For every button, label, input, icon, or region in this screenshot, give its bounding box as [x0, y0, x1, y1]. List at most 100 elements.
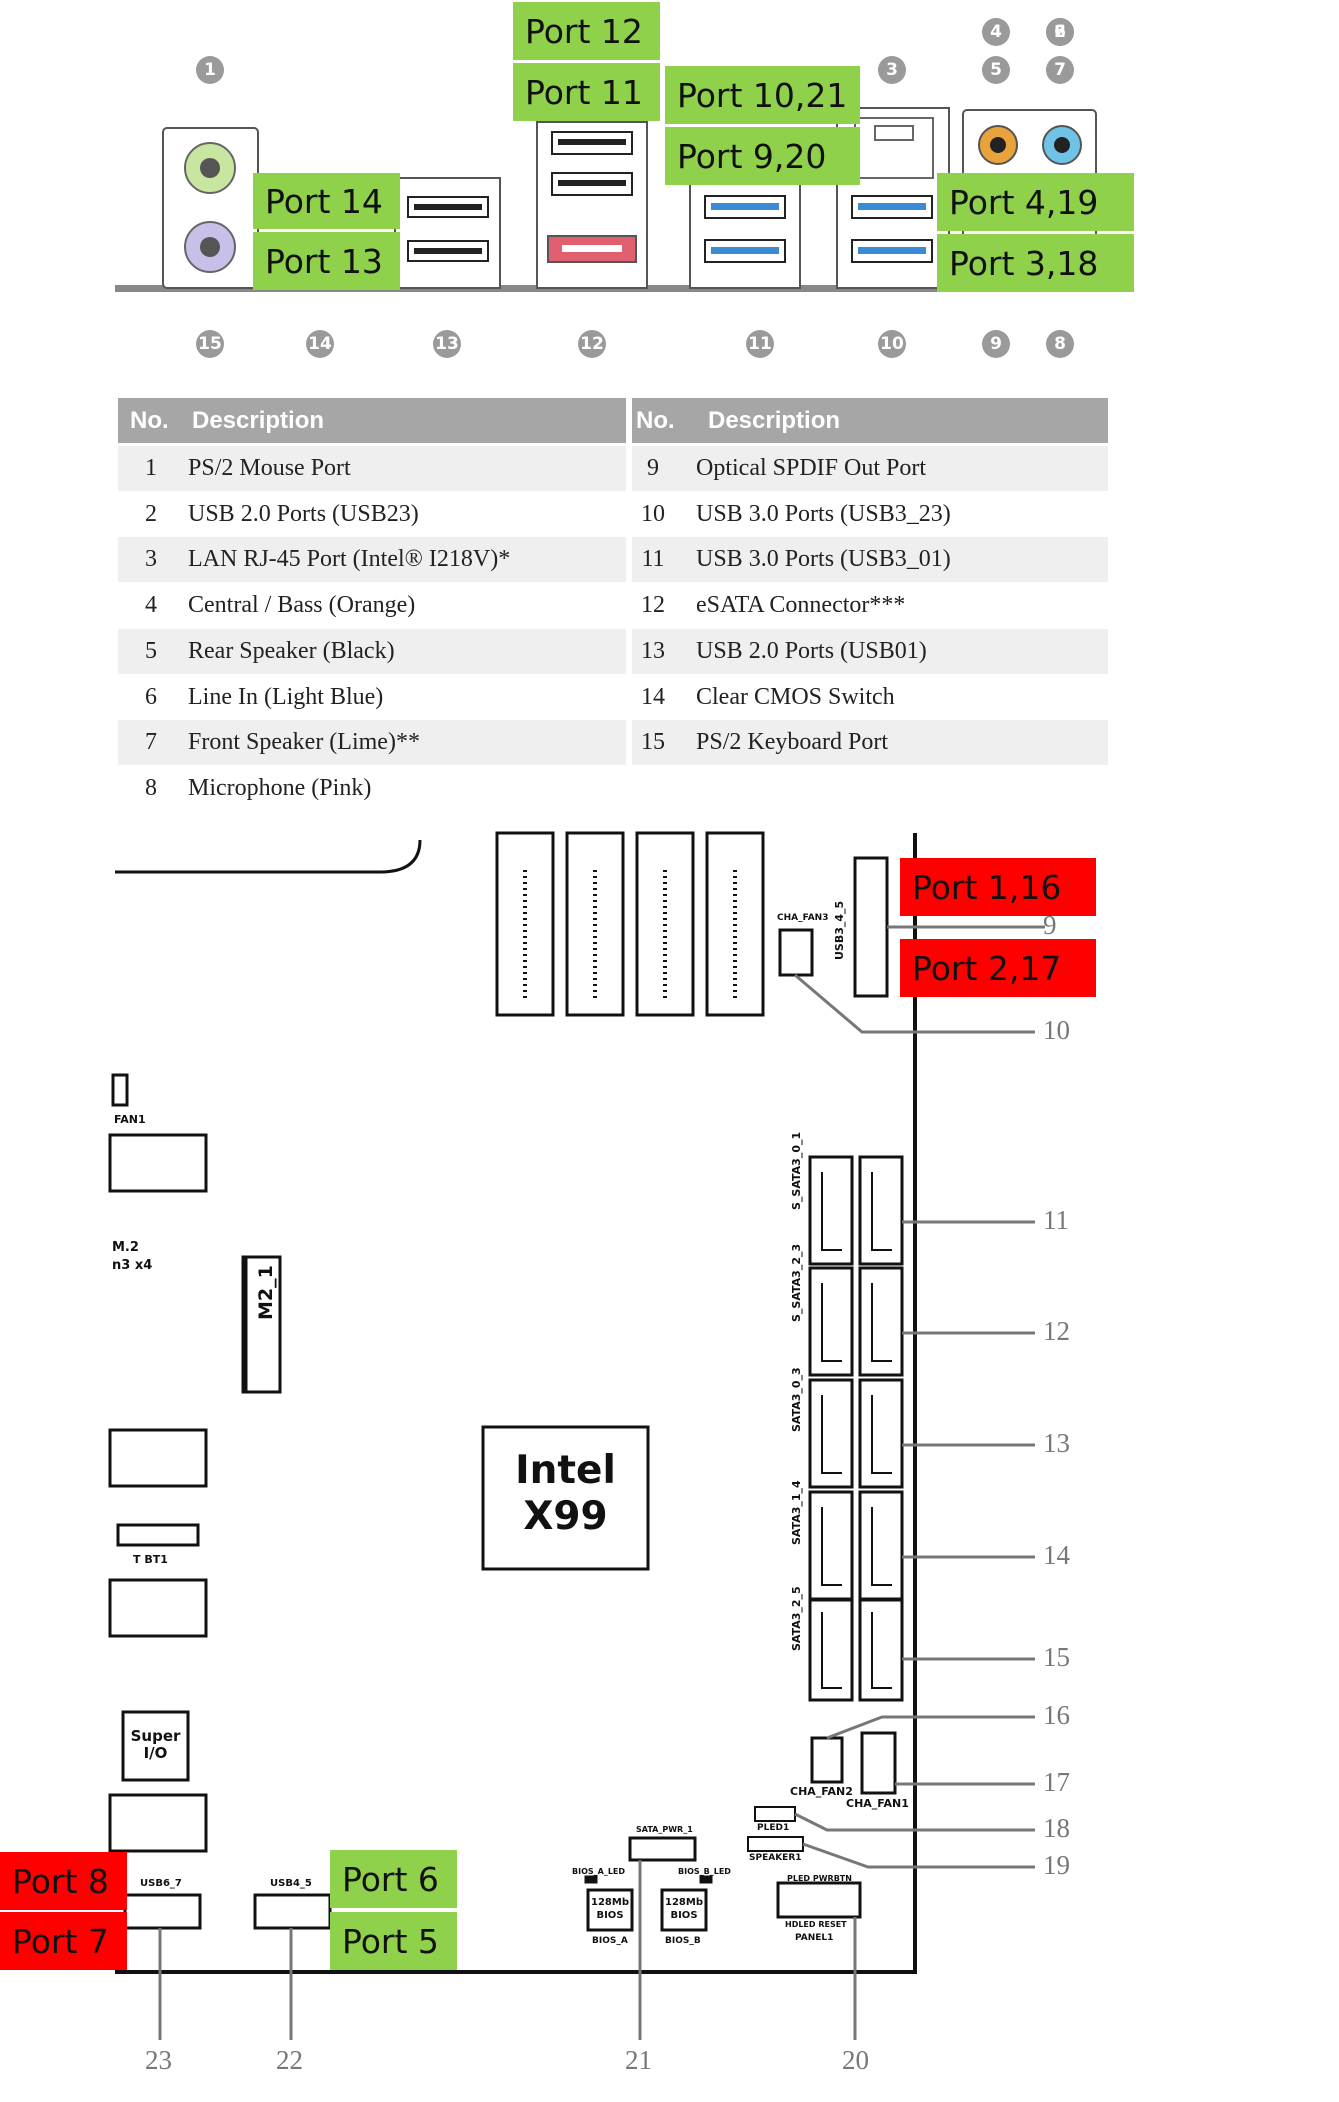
io-number-circle-6 [1046, 18, 1074, 46]
sata-ports [808, 1155, 904, 1702]
header-description: Description [192, 406, 325, 434]
fan1-header [111, 1073, 129, 1107]
io-number-8: 8 [1054, 334, 1066, 354]
io-number-circles [196, 18, 1074, 358]
io-number-15: 15 [198, 334, 222, 354]
io-number-2: 2 [1054, 22, 1066, 42]
tbt1-header [116, 1523, 200, 1547]
row-number: 13 [641, 637, 665, 664]
callout-12: 12 [1043, 1316, 1070, 1346]
row-description: Line In (Light Blue) [188, 683, 384, 710]
row-number: 10 [641, 500, 665, 527]
usb3-block-11 [689, 177, 801, 289]
header-description: Description [708, 406, 841, 434]
io-number-circle-9 [982, 330, 1010, 358]
board-label-fan1: FAN1 [114, 1113, 146, 1126]
callout-18: 18 [1043, 1813, 1070, 1843]
port-tag-6: Port 6 [330, 1850, 457, 1908]
io-number-circle-8 [1046, 330, 1074, 358]
io-number-circle-7 [1046, 56, 1074, 84]
port-tag-11: Port 11 [513, 63, 660, 121]
row-number: 9 [647, 455, 659, 481]
io-number-circle-3 [878, 56, 906, 84]
board-label-bios-a-led: BIOS_A_LED [572, 1867, 626, 1876]
board-label-panel1: PANEL1 [795, 1933, 834, 1943]
row-number: 2 [145, 500, 157, 527]
header-no: No. [636, 406, 675, 434]
pcie-slot-3 [635, 831, 695, 1017]
row-description: Central / Bass (Orange) [188, 592, 416, 619]
row-description: USB 2.0 Ports (USB23) [188, 500, 419, 527]
bios-chip-text: BIOS [596, 1910, 624, 1921]
board-label-speaker1: SPEAKER1 [749, 1853, 802, 1863]
panel1-header [776, 1881, 862, 1919]
super-io-label: Super I/O [123, 1728, 188, 1762]
port-tag-1-16: Port 1,16 [900, 858, 1096, 916]
port-tag-7: Port 7 [0, 1912, 127, 1970]
callout-11: 11 [1043, 1205, 1069, 1235]
port-tag-5: Port 5 [330, 1912, 457, 1970]
row-number: 8 [145, 774, 157, 801]
board-label-m2-1: M2_1 [255, 1265, 277, 1320]
callout-16: 16 [1043, 1700, 1070, 1730]
io-number-circle-5 [982, 56, 1010, 84]
io-number-circle-12 [578, 330, 606, 358]
port-tag-12: Port 12 [513, 2, 660, 60]
row-description: Optical SPDIF Out Port [696, 455, 927, 481]
io-number-5: 5 [990, 60, 1002, 80]
usb6-7-header [123, 1893, 202, 1930]
board-label-pled1: PLED1 [757, 1823, 790, 1833]
port-tag-2-17: Port 2,17 [900, 939, 1096, 997]
io-number-14: 14 [308, 334, 332, 354]
io-number-3: 3 [886, 60, 898, 80]
callout-21: 21 [625, 2045, 652, 2075]
cha-fan1-header [860, 1731, 897, 1795]
port-tag-14: Port 14 [253, 173, 400, 229]
io-number-12: 12 [580, 334, 604, 354]
port-tag-8: Port 8 [0, 1852, 127, 1910]
board-label-m2-frag: M.2 [112, 1240, 139, 1255]
row-number: 12 [641, 592, 665, 619]
io-number-circle-11 [746, 330, 774, 358]
callout-9: 9 [1043, 910, 1057, 940]
board-label-hdled-reset: HDLED RESET [785, 1920, 847, 1929]
callout-lines [158, 925, 1045, 2040]
usb2-block-13 [394, 177, 501, 289]
header-no: No. [130, 406, 169, 434]
row-number: 4 [145, 592, 157, 619]
row-description: PS/2 Mouse Port [188, 455, 351, 481]
callout-10: 10 [1043, 1015, 1070, 1045]
row-number: 5 [145, 637, 157, 664]
board-label-usb3-4-5: USB3_4_5 [833, 900, 846, 960]
board-label-s-sata3-2-3: S_SATA3_2_3 [790, 1243, 803, 1322]
board-label-sata3-2-5: SATA3_2_5 [790, 1586, 803, 1651]
port-tag-3-18: Port 3,18 [937, 234, 1134, 292]
io-number-10: 10 [880, 334, 904, 354]
io-number-circle-4 [982, 18, 1010, 46]
bios-chip-text: BIOS [670, 1910, 698, 1921]
io-number-circle-13 [433, 330, 461, 358]
io-number-1: 1 [204, 60, 216, 80]
pled1-header [754, 1806, 796, 1822]
row-number: 15 [641, 729, 665, 756]
board-label-s-sata3-0-1: S_SATA3_0_1 [790, 1131, 803, 1210]
board-label-usb4-5: USB4_5 [270, 1878, 312, 1889]
callout-22: 22 [276, 2045, 303, 2075]
port-tag-4-19: Port 4,19 [937, 173, 1134, 231]
io-number-11: 11 [748, 334, 772, 354]
row-number: 14 [641, 683, 665, 710]
row-description: USB 3.0 Ports (USB3_23) [696, 500, 951, 527]
io-number-9: 9 [990, 334, 1002, 354]
pcie-slot-2 [565, 831, 625, 1017]
table-header-right: No. Description [632, 398, 1108, 443]
board-label-pled-pwrbtn: PLED PWRBTN [787, 1874, 852, 1883]
bios-a-chip [586, 1888, 634, 1932]
board-label-cha-fan1: CHA_FAN1 [846, 1797, 909, 1810]
